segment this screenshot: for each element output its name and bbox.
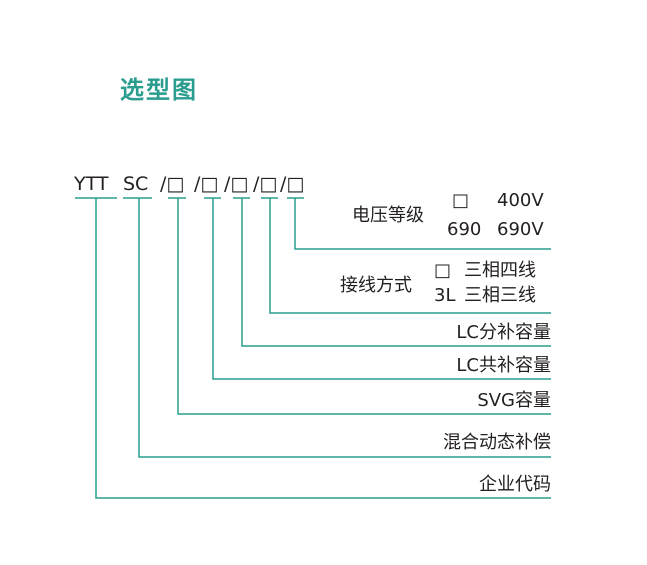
leader-lc-common: [212, 198, 551, 380]
label-company-code: 企业代码: [479, 474, 551, 495]
wiring-option-2-code: 3L: [434, 285, 456, 306]
voltage-label: 电压等级: [352, 205, 424, 226]
wiring-option-1-code: □: [434, 260, 452, 281]
label-lc-common-capacity: LC共补容量: [456, 355, 551, 376]
leader-lc-split: [241, 198, 551, 347]
leader-hybrid: [138, 198, 551, 458]
leader-voltage: [294, 198, 551, 250]
label-hybrid-compensation: 混合动态补偿: [443, 432, 551, 453]
voltage-option-1-code: □: [452, 190, 470, 211]
code-slot-lc-common: /□: [194, 173, 219, 195]
leader-svg: [177, 198, 551, 415]
code-slot-voltage: /□: [280, 173, 305, 195]
wiring-label: 接线方式: [340, 275, 412, 296]
label-lc-split-capacity: LC分补容量: [456, 322, 551, 343]
code-slot-svg: /□: [160, 173, 185, 195]
voltage-option-1-value: 400V: [497, 190, 544, 211]
voltage-option-2-value: 690V: [497, 219, 544, 240]
label-svg-capacity: SVG容量: [477, 390, 551, 411]
code-slot-lc-split: /□: [224, 173, 249, 195]
leader-company: [95, 198, 551, 499]
code-slot-wiring: /□: [253, 173, 278, 195]
code-type: SC: [123, 173, 149, 195]
leader-wiring: [269, 198, 551, 314]
voltage-option-2-code: 690: [447, 219, 482, 240]
wiring-option-1-value: 三相四线: [464, 260, 536, 281]
code-company: YTT: [74, 173, 109, 195]
diagram-title: 选型图: [120, 76, 198, 104]
wiring-option-2-value: 三相三线: [464, 285, 536, 306]
